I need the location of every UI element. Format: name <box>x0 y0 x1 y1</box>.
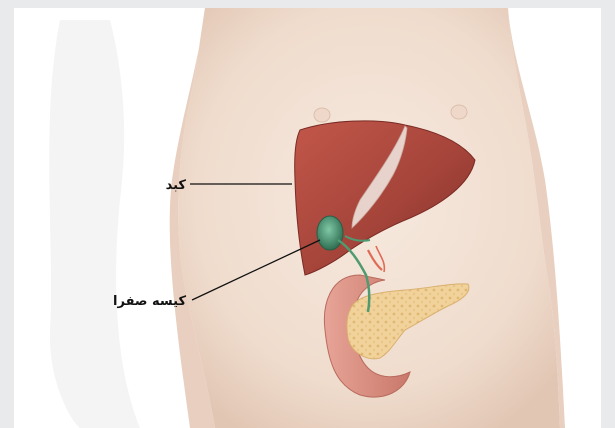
gallbladder <box>317 216 343 250</box>
gallbladder-label: کیسه صفرا <box>113 294 186 309</box>
left-nipple <box>314 108 330 122</box>
right-nipple <box>451 105 467 119</box>
liver-label: کبد <box>166 178 187 193</box>
